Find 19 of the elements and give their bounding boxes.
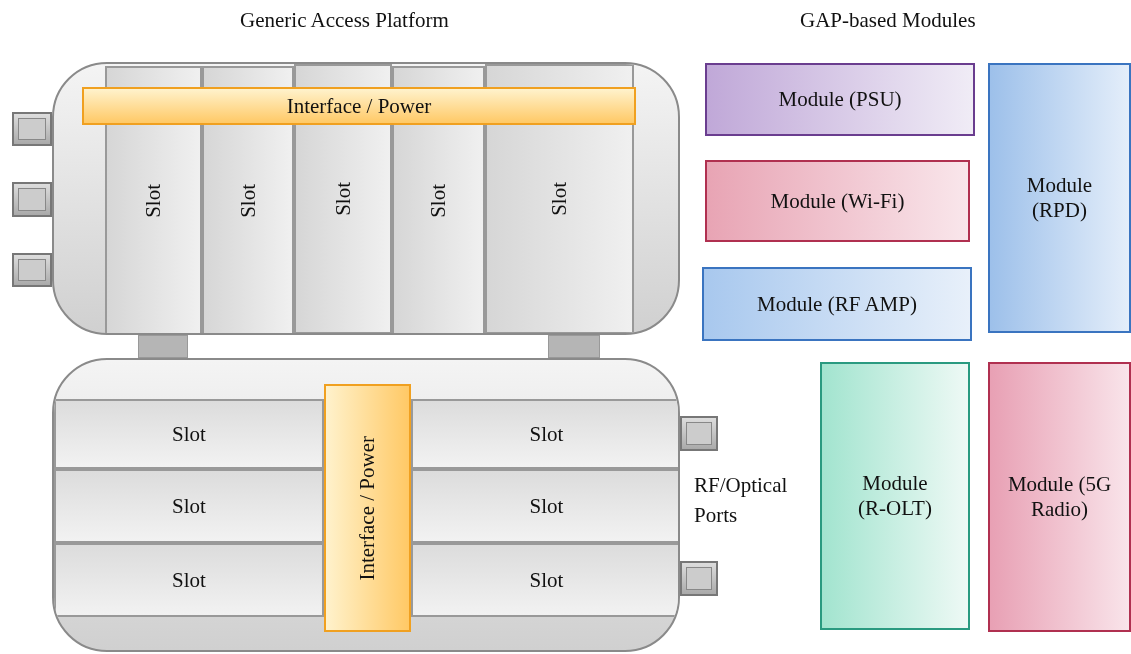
module-box: Module (Wi-Fi) xyxy=(705,160,970,242)
module-box: Module (RPD) xyxy=(988,63,1131,333)
interface-bar: Interface / Power xyxy=(82,87,636,125)
module-box: Module (5G Radio) xyxy=(988,362,1131,632)
enclosure-body xyxy=(52,62,680,335)
module-box: Module (PSU) xyxy=(705,63,975,136)
section-heading: Generic Access Platform xyxy=(240,8,450,33)
port-label: RF/Optical Ports xyxy=(694,472,789,529)
section-heading: GAP-based Modules xyxy=(800,8,977,33)
slot: Slot xyxy=(411,469,678,543)
slot: Slot xyxy=(54,399,324,469)
slot: Slot xyxy=(54,543,324,617)
slot: Slot xyxy=(411,543,678,617)
enclosure-body xyxy=(52,358,680,652)
interface-bar: Interface / Power xyxy=(324,384,411,632)
slot: Slot xyxy=(411,399,678,469)
slot: Slot xyxy=(54,469,324,543)
module-box: Module (RF AMP) xyxy=(702,267,972,341)
module-box: Module (R-OLT) xyxy=(820,362,970,630)
